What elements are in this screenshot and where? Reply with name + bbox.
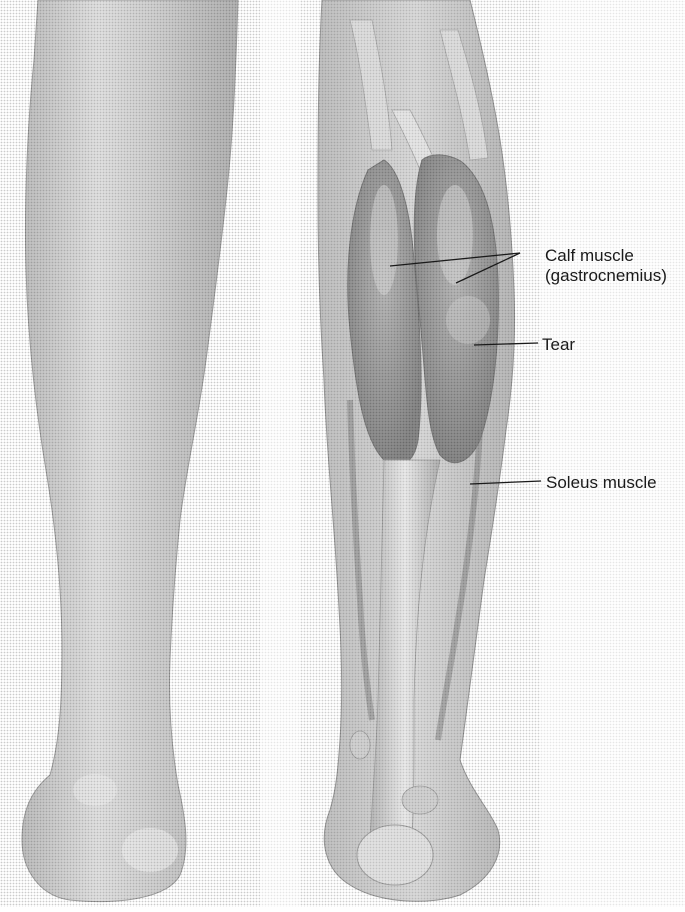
tear-label: Tear <box>542 335 575 355</box>
left-leg-halftone <box>0 0 260 907</box>
soleus-muscle-label: Soleus muscle <box>546 473 657 493</box>
right-leg-halftone <box>300 0 540 907</box>
calf-muscle-label: Calf muscle <box>545 246 634 266</box>
gastrocnemius-label: (gastrocnemius) <box>545 266 667 286</box>
right-leg-anatomy <box>300 0 540 907</box>
left-leg-skin <box>0 0 260 907</box>
